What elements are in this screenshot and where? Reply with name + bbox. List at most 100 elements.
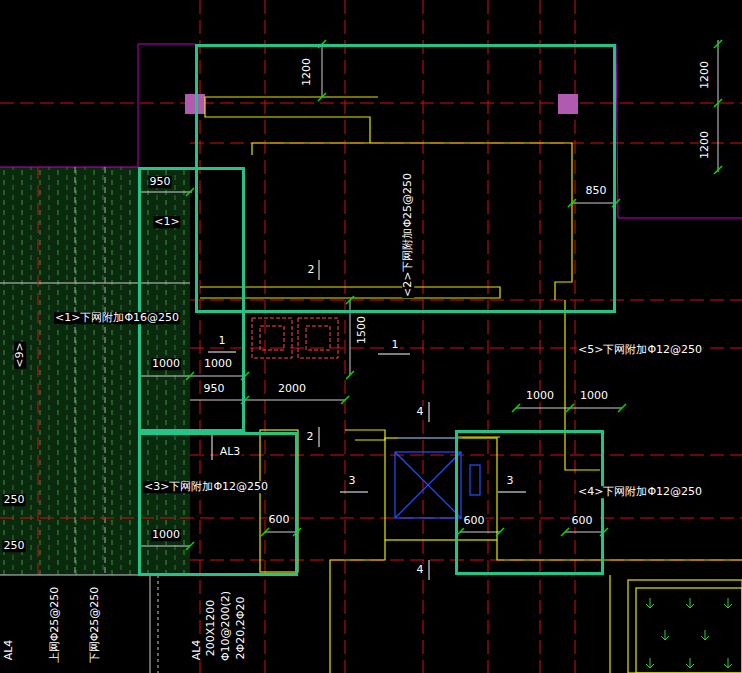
dimension-label: Φ10@200(2) [220, 590, 232, 662]
pile-caps [260, 326, 284, 350]
hatched-slab-region [38, 167, 39, 575]
dimension-label: 1200 [699, 130, 711, 160]
zone-annotation: 1200 [301, 57, 313, 87]
dimension-label: 200X1200 [205, 599, 217, 658]
zone-annotation: <1> [153, 216, 180, 228]
wall-lines [385, 438, 497, 540]
dimension-lines [718, 40, 719, 172]
zone-annotation: 600 [571, 515, 594, 527]
dimension-lines [460, 532, 500, 533]
hatched-slab-region [0, 167, 190, 575]
dimension-label: 1 [391, 339, 400, 351]
zone-annotation: 950 [149, 176, 172, 188]
column-marks [558, 94, 578, 114]
pile-caps [252, 318, 338, 358]
dimension-label: 250 [3, 540, 26, 552]
dimension-lines [138, 192, 192, 193]
dimension-ticks [341, 396, 349, 404]
section-marks [208, 260, 526, 580]
dimension-label: 3 [348, 475, 357, 487]
dimension-label: 1500 [356, 315, 368, 345]
pile-caps [252, 318, 292, 358]
dimension-ticks [186, 372, 194, 380]
zone-annotation: 1000 [151, 358, 181, 370]
section-marks [429, 560, 430, 580]
dimension-ticks [346, 296, 354, 304]
zone-annotation: AL3 [219, 446, 242, 458]
dimension-ticks [512, 404, 520, 412]
section-marks [340, 492, 368, 493]
dimension-lines [322, 44, 323, 97]
hatched-slab-region [0, 167, 190, 673]
section-marks [378, 354, 410, 355]
dimension-ticks [186, 542, 194, 550]
grid-axis-lines [345, 0, 346, 673]
planting-symbols [724, 658, 732, 668]
dimension-ticks [568, 199, 576, 207]
dimension-label: <1>下网附加Φ16@250 [54, 312, 180, 324]
wall-lines [252, 143, 572, 300]
dimension-lines [138, 40, 718, 546]
section-marks [498, 492, 526, 493]
elevator-shaft [395, 452, 461, 518]
hatched-slab-region [75, 167, 76, 575]
wall-lines [205, 97, 378, 143]
zone-annotation: 3 [506, 475, 515, 487]
zone-annotation: 1000 [151, 529, 181, 541]
dimension-label: 1200 [699, 60, 711, 90]
dimension-label: 下网Φ25@250 [89, 586, 101, 665]
dimension-lines [572, 203, 616, 204]
dimension-ticks [186, 40, 722, 550]
hatched-slab-region [0, 283, 190, 284]
rebar-zone-box: AL3<3>下网附加Φ12@2501000600 [138, 432, 298, 576]
wall-lines [200, 97, 742, 673]
section-marks [319, 260, 320, 280]
boundary-lines [616, 44, 742, 218]
dimension-lines [190, 400, 345, 401]
dimension-label: <5>下网附加Φ12@250 [577, 344, 703, 356]
planting-symbols [661, 630, 669, 640]
dimension-lines [138, 376, 245, 377]
dimension-label: 4 [416, 406, 425, 418]
pile-caps [306, 326, 330, 350]
wall-lines [636, 588, 742, 673]
planting-symbols [686, 598, 694, 608]
zone-annotation: 850 [585, 185, 608, 197]
dimension-ticks [714, 166, 722, 174]
dimension-label: <9> [14, 341, 26, 368]
grid-axis-lines [190, 300, 742, 301]
zone-annotation: 1000 [203, 358, 233, 370]
zone-annotation: 600 [463, 515, 486, 527]
planting-symbols [686, 658, 694, 668]
wall-lines [628, 580, 742, 673]
hatched-slab-region [0, 167, 138, 168]
dimension-ticks [714, 40, 722, 48]
section-marks [429, 402, 430, 422]
zone-annotation: 950 [203, 383, 226, 395]
dimension-ticks [561, 528, 569, 536]
elevator-shaft [470, 465, 480, 495]
pile-caps [298, 318, 338, 358]
dimension-label: 2 [306, 431, 315, 443]
zone-annotation: <2>下网附加Φ25@250 [402, 172, 414, 298]
dimension-label: <4>下网附加Φ12@250 [577, 486, 703, 498]
wall-lines [565, 300, 600, 470]
planting-symbols [724, 598, 732, 608]
zone-annotation: 1 [218, 335, 227, 347]
wall-lines [345, 430, 385, 440]
dimension-ticks [346, 371, 354, 379]
section-marks [212, 435, 213, 460]
elevator-shaft [398, 437, 462, 438]
dimension-ticks [714, 99, 722, 107]
dimension-lines [138, 546, 190, 547]
rebar-zone-box: 950 <1> 1 1000 1000 950 [138, 167, 245, 432]
dimension-ticks [186, 188, 194, 196]
grid-axis-lines [190, 455, 742, 456]
hatched-slab-region [150, 575, 151, 673]
hatched-slab-region [158, 575, 159, 673]
hatched-slab-region [105, 167, 106, 575]
grid-axis-lines [0, 518, 742, 519]
wall-lines [260, 430, 298, 572]
